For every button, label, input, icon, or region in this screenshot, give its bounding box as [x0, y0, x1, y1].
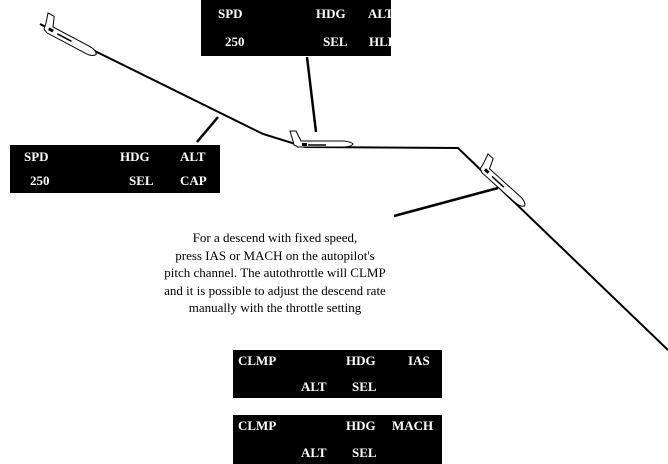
fma-vertical-mode: ALT [180, 149, 206, 164]
fma-altitude-mode: ALT [301, 379, 327, 394]
fma-vertical-value: HLD [369, 34, 398, 49]
fma-pitch-mode: IAS [408, 353, 430, 368]
fma-panel-left: SPD HDG ALT 250 SEL CAP [10, 145, 220, 193]
fma-vertical-mode: ALT [368, 6, 394, 21]
fma-lateral-value: SEL [323, 34, 348, 49]
airplane-icon-level [289, 130, 354, 148]
fma-panel-top: SPD HDG ALT 250 SEL HLD [201, 0, 397, 56]
caption-line: press IAS or MACH on the autopilot's [175, 247, 375, 263]
caption-line: pitch channel. The autothrottle will CLM… [164, 265, 386, 280]
fma-speed-value: 250 [30, 173, 50, 188]
fma-speed-mode: SPD [24, 149, 49, 164]
fma-vertical-value: CAP [180, 173, 207, 188]
fma-lateral-value: SEL [129, 173, 154, 188]
fma-lateral-value: SEL [352, 445, 377, 460]
fma-speed-mode: SPD [218, 6, 243, 21]
descent-explanation: For a descend with fixed speed, press IA… [140, 229, 410, 317]
fma-lateral-value: SEL [352, 379, 377, 394]
caption-line: For a descend with fixed speed, [192, 230, 358, 245]
fma-speed-value: 250 [225, 34, 245, 49]
leader-line-top [305, 56, 318, 133]
airplane-icon-descending-right [479, 153, 526, 207]
fma-altitude-mode: ALT [301, 445, 327, 460]
fma-lateral-mode: HDG [120, 149, 150, 164]
fma-thrust-mode: CLMP [238, 418, 277, 433]
fma-pitch-mode: MACH [392, 418, 434, 433]
fma-lateral-mode: HDG [346, 418, 376, 433]
fma-panel-mach: CLMP HDG MACH ALT SEL [233, 415, 442, 464]
leader-line-caption [393, 186, 499, 218]
fma-lateral-mode: HDG [316, 6, 346, 21]
caption-line: and it is possible to adjust the descend… [164, 282, 386, 298]
fma-lateral-mode: HDG [346, 353, 376, 368]
fma-thrust-mode: CLMP [238, 353, 277, 368]
caption-line: manually with the throttle setting [188, 300, 362, 315]
fma-panel-ias: CLMP HDG IAS ALT SEL [233, 350, 442, 398]
airplane-icon-descending-top [43, 12, 97, 57]
leader-line-left [196, 116, 219, 143]
